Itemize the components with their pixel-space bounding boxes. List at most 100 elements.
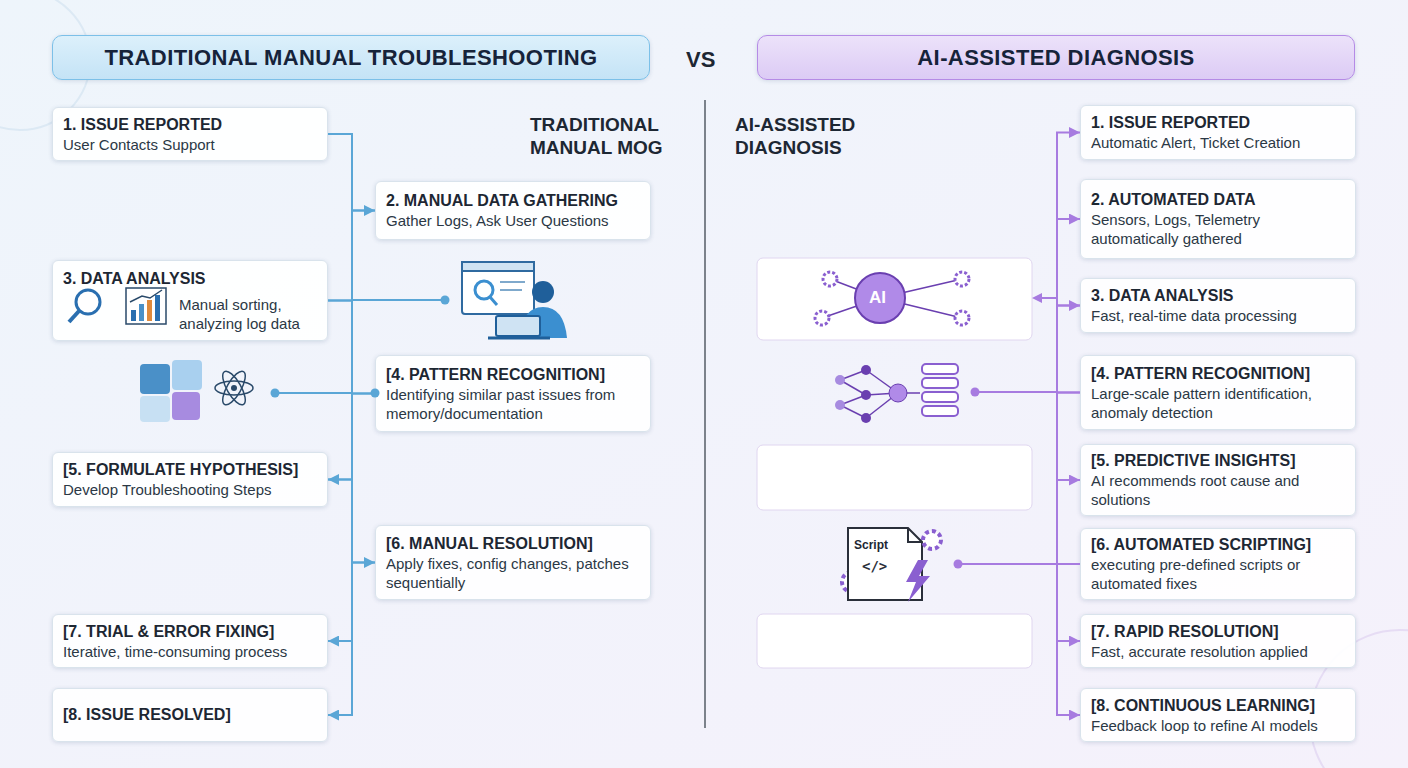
puzzle-piece bbox=[172, 392, 200, 420]
step-title: [5. PREDICTIVE INSIGHTS] bbox=[1091, 451, 1345, 471]
network-node bbox=[861, 413, 871, 423]
section-label: TRADITIONAL MANUAL MOG bbox=[530, 113, 690, 159]
ai-icon-text: AI bbox=[869, 288, 886, 308]
step-title: [4. PATTERN RECOGNITION] bbox=[1091, 364, 1345, 384]
leader-dot bbox=[971, 388, 980, 397]
text-line bbox=[500, 281, 525, 283]
icon-text: Script bbox=[854, 538, 888, 552]
server-unit bbox=[922, 406, 958, 416]
server-unit bbox=[922, 364, 958, 374]
gear bbox=[815, 311, 829, 325]
divider-line bbox=[704, 100, 706, 728]
atom-orbit bbox=[215, 381, 253, 395]
server-unit bbox=[922, 392, 958, 402]
flow-connector bbox=[1057, 306, 1080, 393]
gear bbox=[823, 272, 837, 286]
step-title: [7. TRIAL & ERROR FIXING] bbox=[63, 622, 317, 642]
step-description: Fast, real-time data processing bbox=[1091, 306, 1345, 325]
leader-line bbox=[275, 392, 352, 394]
step-box: [5. FORMULATE HYPOTHESIS]Develop Trouble… bbox=[52, 452, 328, 507]
step-title: [4. PATTERN RECOGNITION] bbox=[386, 365, 640, 385]
step-description: Develop Troubleshooting Steps bbox=[63, 480, 317, 499]
leader-dot bbox=[441, 296, 450, 305]
flow-connector bbox=[1057, 133, 1080, 220]
leader-dot bbox=[954, 560, 963, 569]
header-pill: AI-ASSISTED DIAGNOSIS bbox=[757, 35, 1355, 80]
gear bbox=[923, 531, 941, 549]
gear bbox=[955, 272, 969, 286]
step-title: 1. ISSUE REPORTED bbox=[1091, 113, 1345, 133]
empty-box bbox=[757, 445, 1032, 510]
laptop bbox=[496, 316, 540, 336]
flow-connector bbox=[328, 641, 352, 715]
flow-connector bbox=[328, 480, 375, 563]
magnifier bbox=[475, 281, 493, 299]
step-description: executing pre-defined scripts or automat… bbox=[1091, 555, 1345, 593]
flow-connector bbox=[1057, 219, 1080, 306]
step-description: Manual sorting, analyzing log data bbox=[63, 295, 317, 333]
text-line bbox=[500, 289, 522, 291]
flow-connector bbox=[1057, 564, 1080, 641]
step-box: 1. ISSUE REPORTEDAutomatic Alert, Ticket… bbox=[1080, 105, 1356, 160]
step-box: [5. PREDICTIVE INSIGHTS]AI recommends ro… bbox=[1080, 444, 1356, 516]
leader-line bbox=[1040, 297, 1057, 299]
vs-label: VS bbox=[686, 47, 715, 73]
step-title: [6. MANUAL RESOLUTION] bbox=[386, 534, 640, 554]
step-box: [7. RAPID RESOLUTION]Fast, accurate reso… bbox=[1080, 614, 1356, 668]
step-box: 3. DATA ANALYSISFast, real-time data pro… bbox=[1080, 278, 1356, 333]
arrowhead bbox=[1032, 293, 1042, 303]
network-node bbox=[861, 365, 871, 375]
header-title: TRADITIONAL MANUAL TROUBLESHOOTING bbox=[63, 45, 639, 71]
step-description: Automatic Alert, Ticket Creation bbox=[1091, 133, 1345, 152]
flow-connector bbox=[328, 211, 375, 301]
step-box: [8. CONTINUOUS LEARNING]Feedback loop to… bbox=[1080, 688, 1356, 742]
network-node bbox=[861, 390, 871, 400]
step-title: [6. AUTOMATED SCRIPTING] bbox=[1091, 535, 1345, 555]
step-title: 1. ISSUE REPORTED bbox=[63, 115, 317, 135]
flow-connector bbox=[328, 301, 375, 394]
step-title: 3. DATA ANALYSIS bbox=[63, 269, 317, 289]
step-description: AI recommends root cause and solutions bbox=[1091, 471, 1345, 509]
header-pill: TRADITIONAL MANUAL TROUBLESHOOTING bbox=[52, 35, 650, 80]
icon-text: </> bbox=[862, 558, 887, 574]
step-box: [4. PATTERN RECOGNITION]Large-scale patt… bbox=[1080, 355, 1356, 430]
step-box: 1. ISSUE REPORTEDUser Contacts Support bbox=[52, 107, 328, 161]
laptop-base bbox=[488, 337, 550, 340]
step-box: 2. MANUAL DATA GATHERINGGather Logs, Ask… bbox=[375, 181, 651, 240]
section-label: AI-ASSISTED DIAGNOSIS bbox=[735, 113, 885, 159]
atom-core bbox=[231, 385, 237, 391]
step-description: Apply fixes, config changes, patches seq… bbox=[386, 554, 640, 592]
header-title: AI-ASSISTED DIAGNOSIS bbox=[768, 45, 1344, 71]
page-fold bbox=[908, 528, 922, 542]
step-box: [6. MANUAL RESOLUTION]Apply fixes, confi… bbox=[375, 525, 651, 600]
flow-connector bbox=[328, 394, 375, 480]
step-description: Gather Logs, Ask User Questions bbox=[386, 211, 640, 230]
flow-connector bbox=[328, 563, 375, 642]
puzzle-piece bbox=[172, 360, 202, 390]
empty-box bbox=[757, 614, 1032, 668]
network-node bbox=[835, 375, 845, 385]
script-document bbox=[848, 528, 922, 600]
leader-line bbox=[975, 391, 1057, 393]
leader-line bbox=[958, 563, 1057, 565]
step-title: [8. CONTINUOUS LEARNING] bbox=[1091, 696, 1345, 716]
step-description: Large-scale pattern identification, anom… bbox=[1091, 384, 1345, 422]
browser-window bbox=[462, 262, 534, 314]
leader-dot bbox=[271, 389, 280, 398]
step-title: 3. DATA ANALYSIS bbox=[1091, 286, 1345, 306]
flow-connector bbox=[1057, 480, 1080, 564]
step-box: [7. TRIAL & ERROR FIXING]Iterative, time… bbox=[52, 614, 328, 668]
server-unit bbox=[922, 378, 958, 388]
step-box: [6. AUTOMATED SCRIPTING]executing pre-de… bbox=[1080, 528, 1356, 600]
flow-connector bbox=[1057, 393, 1080, 481]
step-description: User Contacts Support bbox=[63, 135, 317, 154]
puzzle-piece bbox=[140, 364, 170, 394]
step-title: [5. FORMULATE HYPOTHESIS] bbox=[63, 460, 317, 480]
step-title: [8. ISSUE RESOLVED] bbox=[63, 705, 317, 725]
lightning-bolt bbox=[906, 560, 930, 602]
step-description: Identifying similar past issues from mem… bbox=[386, 385, 640, 423]
step-box: 3. DATA ANALYSIS Manual sorting, analyzin… bbox=[52, 260, 328, 341]
step-description: Fast, accurate resolution applied bbox=[1091, 642, 1345, 661]
atom-orbit bbox=[218, 368, 249, 408]
